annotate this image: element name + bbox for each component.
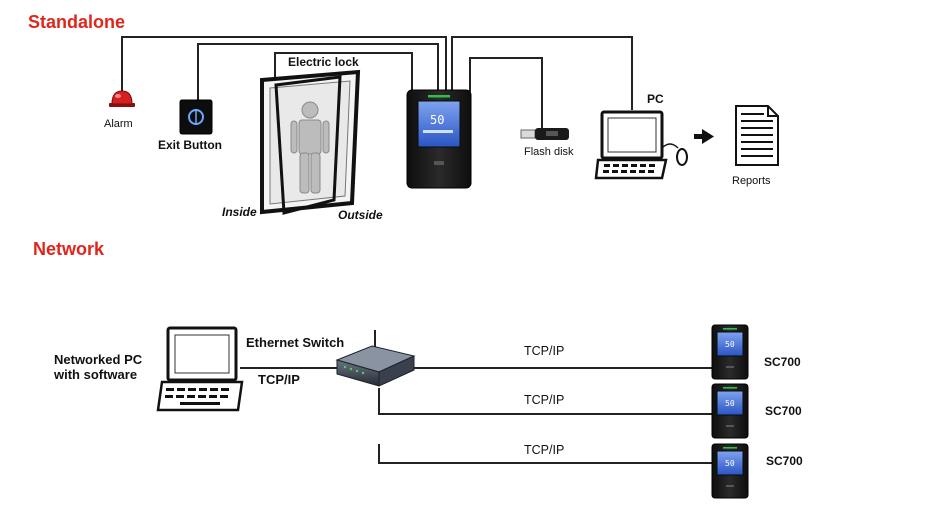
document-icon: [735, 105, 779, 166]
exit-button-icon: [179, 99, 213, 135]
standalone-wiring: [121, 36, 633, 128]
pc-wire: [451, 36, 633, 110]
device-label: SC700: [764, 355, 801, 369]
link-protocol-label: TCP/IP: [524, 393, 565, 407]
link-line-3: [378, 444, 712, 464]
flash-disk-label: Flash disk: [524, 146, 574, 158]
exit-button-wire: [197, 43, 439, 100]
networked-pc-label: Networked PC with software: [54, 352, 143, 382]
ethernet-switch-label: Ethernet Switch: [246, 335, 345, 350]
reports-label: Reports: [732, 175, 771, 187]
inside-label: Inside: [222, 205, 257, 219]
link-protocol-label: TCP/IP: [524, 443, 565, 457]
sc700-terminal-2: [711, 383, 749, 439]
standalone-section-title: Standalone: [28, 12, 126, 32]
svg-text:50: 50: [430, 113, 444, 127]
usb-wire: [469, 57, 543, 128]
device-label: SC700: [765, 404, 802, 418]
link-line-2: [378, 388, 712, 415]
network-wiring: [240, 330, 712, 464]
person-icon: [290, 101, 330, 194]
outside-label: Outside: [338, 208, 383, 222]
sc700-terminal-3: [711, 443, 749, 499]
usb-drive-icon: [520, 128, 569, 140]
alarm-wire: [121, 36, 447, 93]
pc-link-protocol-label: TCP/IP: [258, 372, 300, 387]
arrow-right-icon: [694, 129, 714, 144]
electric-lock-wire: [274, 52, 413, 92]
laptop-icon: [156, 326, 244, 412]
alarm-label: Alarm: [104, 118, 133, 130]
exit-button-label: Exit Button: [158, 138, 222, 152]
pc-label: PC: [647, 92, 664, 106]
link-protocol-label: TCP/IP: [524, 344, 565, 358]
sc700-terminal-1: [711, 324, 749, 380]
mouse-icon: [661, 143, 688, 166]
terminal-icon: 50: [406, 89, 472, 189]
electric-lock-label: Electric lock: [288, 55, 359, 69]
alarm-icon: [109, 90, 135, 107]
device-label: SC700: [766, 454, 803, 468]
door-icon: [260, 69, 361, 215]
network-switch-icon: [335, 345, 416, 387]
network-section-title: Network: [33, 239, 105, 259]
computer-icon: [594, 110, 668, 180]
